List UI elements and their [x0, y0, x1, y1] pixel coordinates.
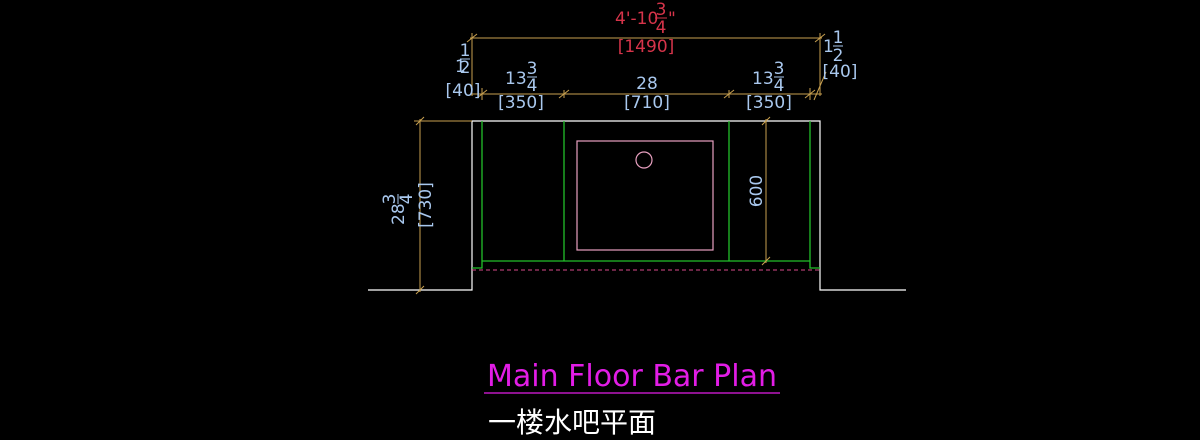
wall-outline: [368, 120, 906, 291]
left-end-num: 1: [460, 41, 471, 61]
segment-dimension-line: [470, 71, 827, 101]
height-metric: [730]: [416, 182, 436, 228]
right-end-den: 2: [833, 46, 844, 66]
left-cabinet-dimension-label: 13 3 4 [350]: [498, 59, 544, 113]
right-cabinet-dimension-label: 13 3 4 [350]: [746, 59, 792, 113]
sink-basin: [576, 140, 714, 251]
left-end-den: 2: [460, 58, 471, 78]
depth-dimension-line: [761, 116, 771, 266]
height-dimension-label: 28 3 4 [730]: [380, 182, 436, 228]
right-end-dimension-label: 1 1 2 [40]: [823, 28, 858, 82]
left-cabinet-whole: 13: [505, 69, 527, 89]
height-num: 3: [380, 194, 400, 205]
height-den: 4: [397, 194, 417, 205]
depth-value: 600: [747, 175, 767, 207]
right-cabinet-metric: [350]: [746, 93, 792, 113]
left-end-dimension-label: 1 1 2 [40]: [446, 41, 481, 101]
overall-metric: [1490]: [618, 37, 675, 57]
cabinet-outline: [472, 121, 820, 269]
right-cabinet-num: 3: [774, 59, 785, 79]
left-end-metric: [40]: [446, 81, 481, 101]
sink-drain: [635, 151, 653, 169]
right-end-num: 1: [833, 28, 844, 48]
left-end-whole: 1: [455, 57, 466, 77]
depth-dimension-label: 600: [747, 175, 767, 207]
right-cabinet-den: 4: [774, 76, 785, 96]
sink-cabinet-metric: [710]: [624, 93, 670, 113]
right-end-whole: 1: [823, 37, 834, 57]
drawing-title: Main Floor Bar Plan: [487, 359, 777, 394]
left-cabinet-metric: [350]: [498, 93, 544, 113]
sink-cabinet-whole: 28: [636, 74, 658, 94]
drawing-subtitle: 一楼水吧平面: [488, 406, 656, 439]
right-end-metric: [40]: [823, 62, 858, 82]
overall-suffix: ": [668, 9, 676, 29]
left-cabinet-den: 4: [527, 76, 538, 96]
overall-dimension-label: 4'-10 3 4 " [1490]: [615, 0, 676, 57]
right-cabinet-whole: 13: [752, 69, 774, 89]
overall-num: 3: [656, 0, 667, 20]
left-cabinet-num: 3: [527, 59, 538, 79]
height-dimension-line: [414, 116, 472, 295]
overall-den: 4: [656, 18, 667, 38]
height-whole: 28: [389, 203, 409, 225]
overall-whole: 4'-10: [615, 9, 658, 29]
sink-cabinet-dimension-label: 28 [710]: [624, 74, 670, 113]
